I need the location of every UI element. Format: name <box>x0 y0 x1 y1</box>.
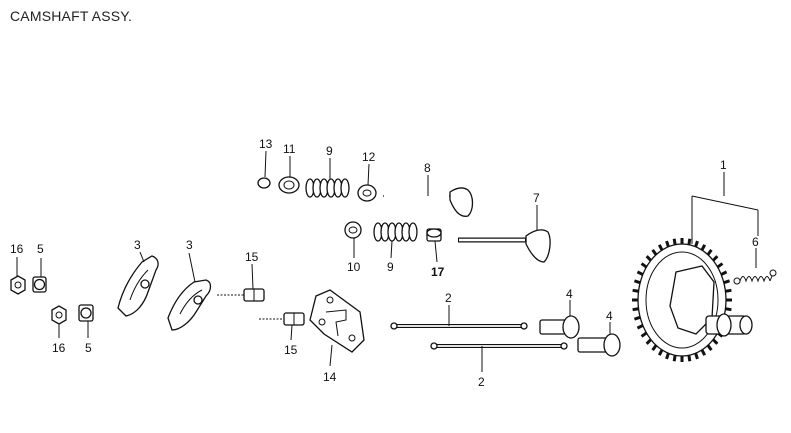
gear-tooth <box>633 315 641 321</box>
adjuster-5-top[interactable] <box>32 276 47 293</box>
gear-tooth <box>632 307 639 312</box>
rocker-arm-3-right[interactable] <box>167 279 212 331</box>
valve-spring-9-lower[interactable] <box>373 222 418 242</box>
callout-labels: 16 5 16 5 3 3 15 15 14 13 11 9 12 8 7 10… <box>10 137 759 389</box>
callout-7: 7 <box>533 191 540 205</box>
push-rod-2-lower[interactable] <box>430 342 568 350</box>
callout-12: 12 <box>362 150 376 164</box>
leader-lines <box>16 150 759 372</box>
gear-tooth <box>687 238 692 245</box>
gear-tooth <box>725 288 732 293</box>
gear-tooth <box>672 355 677 362</box>
tappet-4-lower[interactable] <box>577 333 621 357</box>
gear-tooth <box>706 248 713 256</box>
gear-tooth <box>725 307 732 312</box>
spring-seat-12[interactable] <box>357 184 377 202</box>
nut-16-bottom[interactable] <box>51 305 67 325</box>
callout-3-left: 3 <box>134 238 141 252</box>
callout-15-lower: 15 <box>284 343 298 357</box>
callout-4-upper: 4 <box>566 287 573 301</box>
callout-4-lower: 4 <box>606 309 613 323</box>
diagram-title: CAMSHAFT ASSY. <box>10 8 133 24</box>
gear-tooth <box>672 238 677 245</box>
push-rod-2-upper[interactable] <box>390 322 528 330</box>
gear-tooth <box>665 352 670 360</box>
gear-tooth <box>645 338 652 345</box>
gear-tooth <box>712 338 719 345</box>
callout-17: 17 <box>431 265 445 279</box>
valve-7[interactable] <box>458 229 551 263</box>
callout-16-bottom: 16 <box>52 341 66 355</box>
gear-tooth <box>645 255 652 262</box>
gear-tooth <box>632 288 639 293</box>
spring-seat-10[interactable] <box>344 221 362 239</box>
gear-tooth <box>657 244 664 251</box>
callout-13: 13 <box>259 137 273 151</box>
callout-14: 14 <box>323 370 337 384</box>
valve-cap-13[interactable] <box>257 177 271 189</box>
callout-9-upper: 9 <box>326 144 333 158</box>
pivot-bolt-15-lower[interactable] <box>259 312 305 326</box>
valve-spring-9-upper[interactable] <box>305 178 350 198</box>
callout-2-upper: 2 <box>445 291 452 305</box>
callout-3-right: 3 <box>186 238 193 252</box>
gear-tooth <box>640 331 648 338</box>
valve-8[interactable] <box>383 187 474 217</box>
gear-tooth <box>651 248 658 256</box>
pushrod-guide-plate-14[interactable] <box>309 289 365 353</box>
gear-tooth <box>694 240 699 248</box>
gear-tooth <box>716 262 724 269</box>
gear-tooth <box>640 262 648 269</box>
gear-tooth <box>706 344 713 352</box>
gear-tooth <box>687 355 692 362</box>
pivot-bolt-15-upper[interactable] <box>217 288 265 302</box>
gear-tooth <box>723 279 731 285</box>
gear-tooth <box>665 240 670 248</box>
adjuster-5-bottom[interactable] <box>78 304 94 322</box>
gear-tooth <box>657 349 664 356</box>
tappet-4-upper[interactable] <box>539 315 580 339</box>
callout-10: 10 <box>347 260 361 274</box>
camshaft-gear-1[interactable] <box>632 238 753 362</box>
callout-8: 8 <box>424 161 431 175</box>
gear-tooth <box>700 244 707 251</box>
callout-15-upper: 15 <box>245 250 259 264</box>
callout-2-lower: 2 <box>478 375 485 389</box>
gear-tooth <box>633 279 641 285</box>
gear-tooth <box>636 324 644 330</box>
spring-6[interactable] <box>733 269 777 285</box>
retainer-11[interactable] <box>278 176 300 194</box>
callout-1: 1 <box>720 158 727 172</box>
gear-tooth <box>720 270 728 276</box>
gear-tooth <box>694 352 699 360</box>
nut-16-top[interactable] <box>10 275 26 295</box>
gear-tooth <box>651 344 658 352</box>
callout-5-top: 5 <box>37 242 44 256</box>
rocker-arm-3-left[interactable] <box>117 255 159 317</box>
callout-6: 6 <box>752 235 759 249</box>
gear-tooth <box>712 255 719 262</box>
callout-16-top: 16 <box>10 242 24 256</box>
gear-tooth <box>636 270 644 276</box>
callout-5-bottom: 5 <box>85 341 92 355</box>
callout-11: 11 <box>283 142 296 156</box>
retainer-17[interactable] <box>426 228 442 242</box>
callout-9-lower: 9 <box>387 260 394 274</box>
gear-tooth <box>700 349 707 356</box>
